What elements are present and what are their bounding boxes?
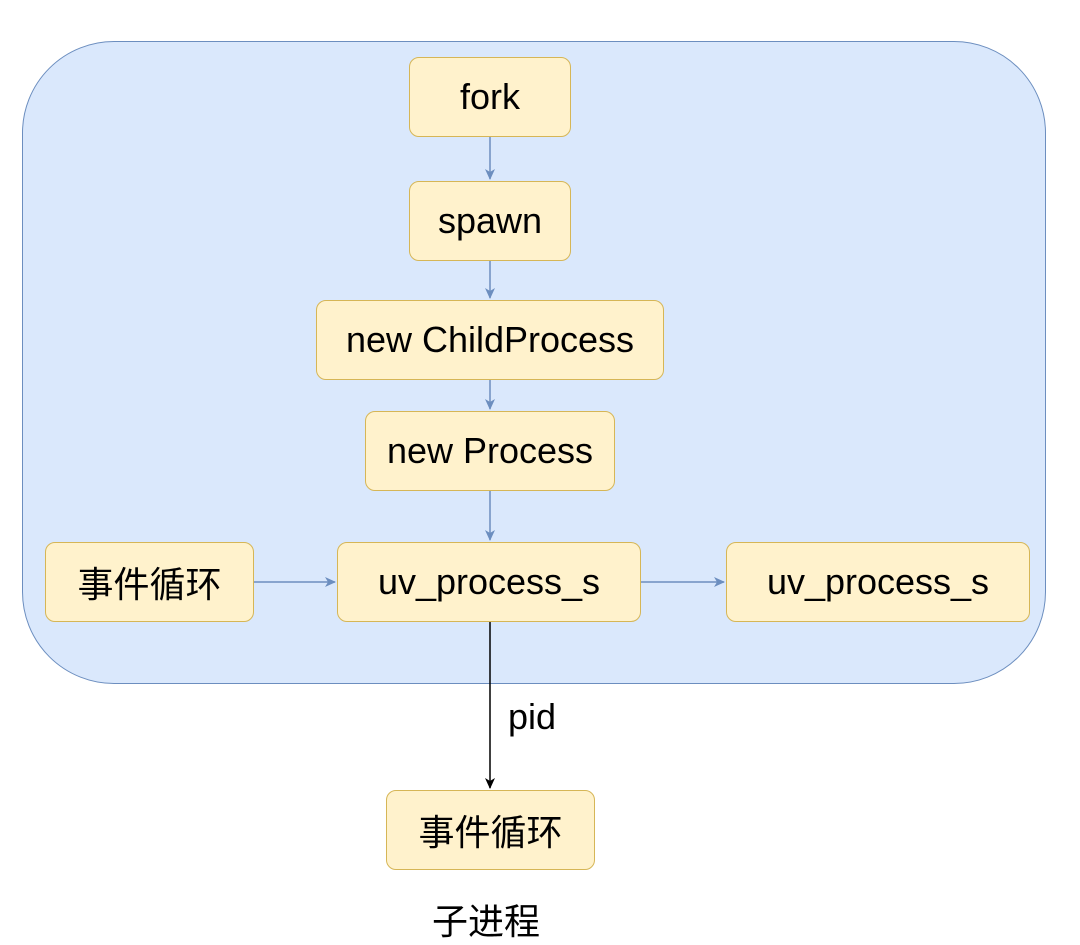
- pid-edge-label: pid: [508, 696, 557, 737]
- uv-process-s-right-node: uv_process_s: [726, 542, 1030, 622]
- new-child-process-node: new ChildProcess: [316, 300, 664, 380]
- new-process-node: new Process: [365, 411, 615, 491]
- fork-node: fork: [409, 57, 571, 137]
- spawn-node: spawn: [409, 181, 571, 261]
- child-event-loop-node: 事件循环: [386, 790, 595, 870]
- uv-process-s-main-node: uv_process_s: [337, 542, 641, 622]
- child-process-label: 子进程: [432, 901, 541, 942]
- event-loop-node: 事件循环: [45, 542, 254, 622]
